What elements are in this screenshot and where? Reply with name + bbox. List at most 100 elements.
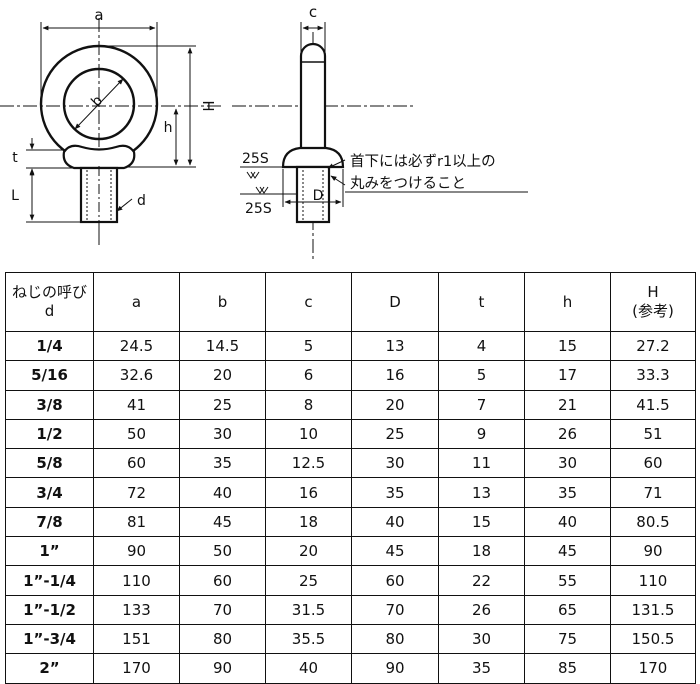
dim-h-label: h [164, 120, 173, 136]
collar [62, 144, 136, 170]
cell-b: 30 [179, 418, 266, 450]
cell-h: 35 [524, 477, 611, 508]
cell-a: 81 [93, 506, 180, 538]
fillet-note-line1: 首下には必ずr1以上の [350, 153, 496, 170]
dim-d-label: d [137, 193, 146, 209]
cell-a: 90 [93, 536, 180, 567]
cell-D: 45 [351, 536, 439, 567]
dim-d-leader [116, 198, 133, 212]
cell-c: 10 [265, 418, 352, 450]
cell-H: 71 [610, 477, 696, 508]
cell-b: 90 [179, 653, 266, 684]
cell-h: 40 [524, 506, 611, 538]
cell-H: 80.5 [610, 506, 696, 538]
dim-a [40, 22, 158, 96]
cell-D: 60 [351, 565, 439, 596]
dim-c [300, 22, 326, 54]
cell-c: 12.5 [265, 448, 352, 479]
cell-D: 25 [351, 418, 439, 450]
cell-h: 26 [524, 418, 611, 450]
finish-bottom-label: 25S [245, 201, 272, 217]
cell-H: 170 [610, 653, 696, 684]
cell-H: 110 [610, 565, 696, 596]
cell-H: 41.5 [610, 389, 696, 420]
cell-size: 1/4 [5, 330, 94, 362]
finish-top-label: 25S [242, 151, 269, 167]
cell-b: 35 [179, 448, 266, 479]
cell-D: 13 [351, 330, 439, 362]
cell-h: 30 [524, 448, 611, 479]
cell-D: 40 [351, 506, 439, 538]
cell-a: 60 [93, 448, 180, 479]
cell-size: 5/8 [5, 448, 94, 479]
dim-L [26, 169, 80, 223]
cell-size: 1” [5, 536, 94, 567]
cell-h: 15 [524, 330, 611, 362]
cell-size: 1/2 [5, 418, 94, 450]
dim-H [100, 45, 196, 168]
cell-c: 6 [265, 360, 352, 391]
cell-size: 1”-1/4 [5, 565, 94, 596]
cell-t: 4 [438, 330, 525, 362]
cell-a: 24.5 [93, 330, 180, 362]
cell-h: 45 [524, 536, 611, 567]
cell-c: 16 [265, 477, 352, 508]
front-view [0, 18, 222, 245]
dim-D-label: D [313, 188, 324, 204]
note-leader-1 [327, 159, 346, 169]
header-h: h [524, 272, 611, 332]
header-D: D [351, 272, 439, 332]
cell-t: 9 [438, 418, 525, 450]
cell-h: 75 [524, 623, 611, 655]
dim-c-label: c [309, 3, 317, 21]
cell-c: 25 [265, 565, 352, 596]
cell-size: 7/8 [5, 506, 94, 538]
cell-c: 31.5 [265, 594, 352, 625]
cell-H: 60 [610, 448, 696, 479]
cell-t: 5 [438, 360, 525, 391]
dim-D [282, 169, 344, 207]
cell-t: 22 [438, 565, 525, 596]
cell-a: 50 [93, 418, 180, 450]
cell-h: 65 [524, 594, 611, 625]
cell-D: 70 [351, 594, 439, 625]
dim-H-label: H [199, 100, 217, 111]
cell-t: 15 [438, 506, 525, 538]
cell-c: 5 [265, 330, 352, 362]
cell-b: 20 [179, 360, 266, 391]
cell-H: 150.5 [610, 623, 696, 655]
cell-size: 2” [5, 653, 94, 684]
cell-b: 25 [179, 389, 266, 420]
header-t: t [438, 272, 525, 332]
cell-c: 35.5 [265, 623, 352, 655]
cell-b: 70 [179, 594, 266, 625]
cell-b: 50 [179, 536, 266, 567]
cell-t: 13 [438, 477, 525, 508]
cell-H: 33.3 [610, 360, 696, 391]
cell-b: 45 [179, 506, 266, 538]
cell-D: 90 [351, 653, 439, 684]
cell-size: 3/4 [5, 477, 94, 508]
cell-h: 17 [524, 360, 611, 391]
dim-b-line [74, 78, 124, 130]
cell-D: 80 [351, 623, 439, 655]
cell-c: 20 [265, 536, 352, 567]
finish-marks [240, 166, 297, 195]
cell-h: 85 [524, 653, 611, 684]
dim-a-label: a [94, 6, 103, 24]
dim-L-label: L [11, 188, 19, 204]
cell-b: 60 [179, 565, 266, 596]
cell-size: 5/16 [5, 360, 94, 391]
cell-a: 41 [93, 389, 180, 420]
cell-a: 170 [93, 653, 180, 684]
